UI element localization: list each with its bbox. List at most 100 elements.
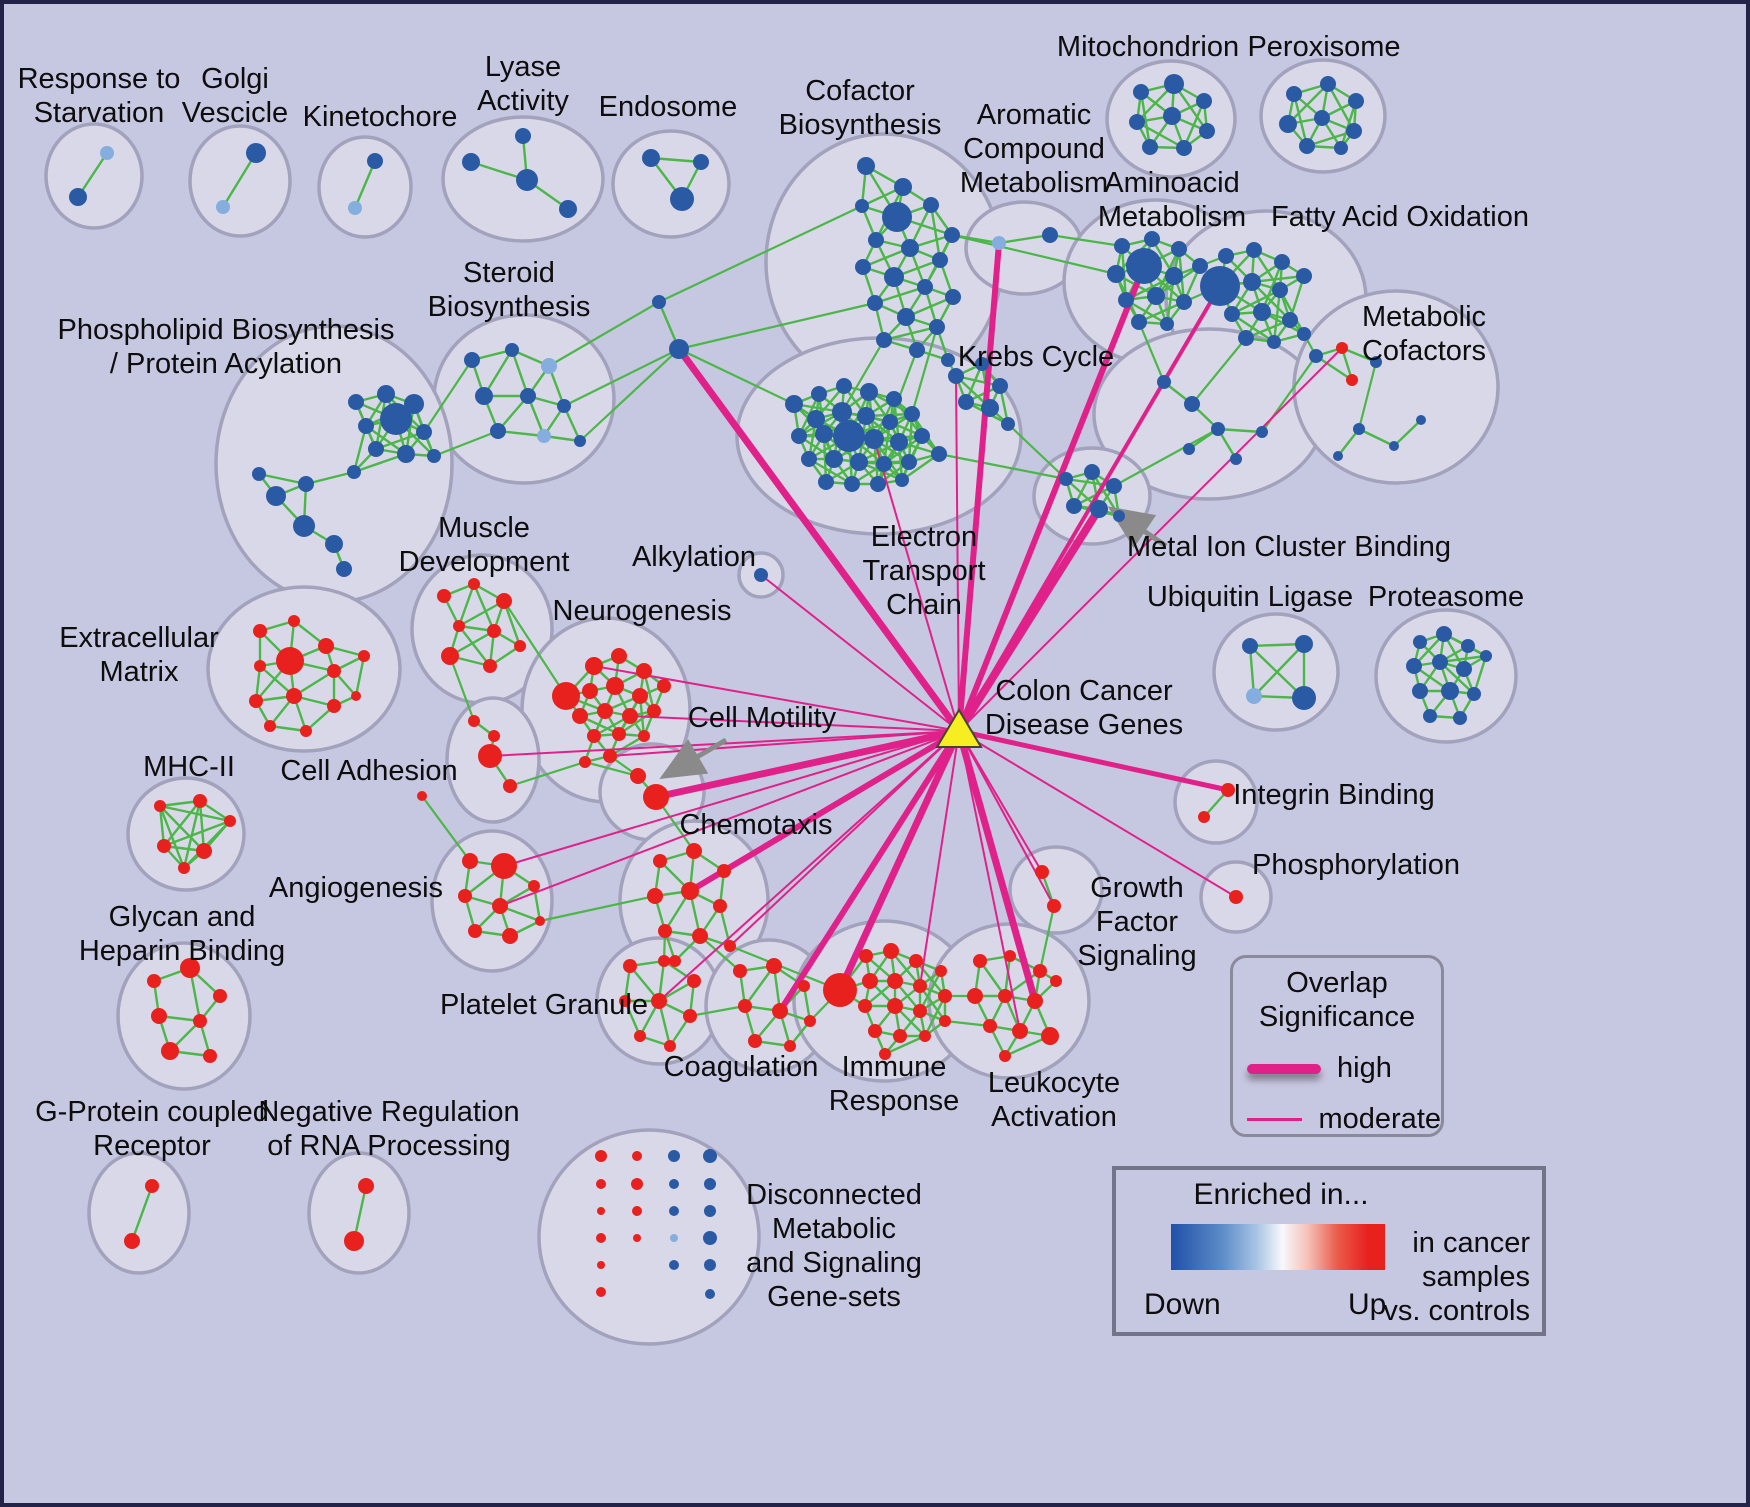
node-proteasome[interactable] [1441,682,1459,700]
node-extracellular-matrix[interactable] [318,638,334,654]
node-cofactor-biosynthesis[interactable] [917,279,933,295]
node-golgi-vescicle[interactable] [246,143,266,163]
node-platelet-granule[interactable] [619,995,631,1007]
node-peroxisome[interactable] [1346,123,1362,139]
node-immune-response[interactable] [883,943,899,959]
node-cell-motility[interactable] [643,784,669,810]
node-leukocyte-activation[interactable] [973,954,987,968]
node-ubiquitin-ligase[interactable] [1242,638,1258,654]
node-proteasome[interactable] [1436,626,1452,642]
node-aminoacid-metabolism[interactable] [1118,292,1134,308]
node-disconnected-gene-sets[interactable] [703,1149,717,1163]
node-mhc-ii[interactable] [154,800,166,812]
node-cofactor-biosynthesis[interactable] [857,157,875,175]
node-chemotaxis[interactable] [692,928,708,944]
node-phosphorylation[interactable] [1229,890,1243,904]
node-disconnected-gene-sets[interactable] [670,1234,678,1242]
node-phospholipid-biosynthesis[interactable] [404,394,424,414]
node-chemotaxis[interactable] [647,888,663,904]
node-angiogenesis[interactable] [491,853,517,879]
node-proteasome[interactable] [1456,661,1472,677]
node-leukocyte-activation[interactable] [1033,964,1047,978]
node-negative-regulation-rna[interactable] [344,1231,364,1251]
node-extracellular-matrix[interactable] [264,720,276,732]
node-muscle-development[interactable] [496,593,512,609]
node-metabolic-scatter[interactable] [1183,443,1195,455]
node-neurogenesis[interactable] [597,703,613,719]
node-chemotaxis[interactable] [653,854,667,868]
node-electron-transport-chain[interactable] [886,391,902,407]
node-proteasome[interactable] [1467,687,1481,701]
node-neurogenesis[interactable] [582,683,598,699]
node-electron-transport-chain[interactable] [860,383,878,401]
node-disconnected-gene-sets[interactable] [596,1233,606,1243]
node-phospholipid-biosynthesis[interactable] [347,465,361,479]
node-neurogenesis[interactable] [632,688,648,704]
node-chemotaxis[interactable] [658,924,672,938]
node-platelet-granule[interactable] [623,959,637,973]
node-neurogenesis[interactable] [603,749,617,763]
node-fatty-acid-oxidation[interactable] [1200,266,1240,306]
node-mitochondrion[interactable] [1199,123,1215,139]
node-cofactor-biosynthesis[interactable] [894,178,912,196]
node-coagulation[interactable] [748,1034,762,1048]
node-steroid-biosynthesis[interactable] [537,429,551,443]
node-electron-transport-chain[interactable] [850,453,868,471]
node-peroxisome[interactable] [1279,115,1297,133]
node-phospholipid-biosynthesis[interactable] [348,394,364,410]
node-mitochondrion[interactable] [1133,84,1149,100]
node-peroxisome[interactable] [1314,110,1330,126]
node-immune-response[interactable] [913,979,927,993]
node-metabolic-scatter[interactable] [1256,426,1268,438]
node-immune-response[interactable] [919,1030,931,1042]
node-peroxisome[interactable] [1348,93,1364,109]
node-platelet-granule[interactable] [651,993,667,1009]
node-growth-factor-signaling[interactable] [1035,865,1049,879]
node-electron-transport-chain[interactable] [882,414,898,430]
node-cofactor-biosynthesis[interactable] [897,308,915,326]
node-leukocyte-activation[interactable] [1050,975,1062,987]
node-metabolic-cofactors-scatter[interactable] [1416,415,1426,425]
node-metal-ion-cluster-binding[interactable] [1090,500,1108,518]
node-endosome[interactable] [670,187,694,211]
node-fatty-acid-oxidation[interactable] [1296,268,1312,284]
node-krebs-cycle[interactable] [958,394,974,410]
node-g-protein-coupled-receptor[interactable] [124,1233,140,1249]
node-electron-transport-chain[interactable] [895,473,909,487]
node-immune-response[interactable] [913,1004,927,1018]
node-cell-adhesion[interactable] [503,779,517,793]
node-ubiquitin-ligase[interactable] [1292,686,1316,710]
node-platelet-granule[interactable] [658,955,670,967]
node-immune-response[interactable] [823,973,857,1007]
node-cofactor-biosynthesis[interactable] [941,353,955,367]
node-leukocyte-activation[interactable] [1027,993,1043,1009]
node-steroid-biosynthesis[interactable] [557,399,571,413]
node-alkylation[interactable] [754,568,768,582]
node-metabolic-cofactors[interactable] [1346,374,1358,386]
node-electron-transport-chain[interactable] [890,433,908,451]
node-electron-transport-chain[interactable] [914,428,930,444]
node-negative-regulation-rna[interactable] [358,1178,374,1194]
node-cofactor-biosynthesis[interactable] [901,239,919,257]
node-phospholipid-biosynthesis[interactable] [368,441,384,457]
node-disconnected-gene-sets[interactable] [597,1261,605,1269]
node-lyase-activity[interactable] [559,200,577,218]
node-electron-transport-chain[interactable] [833,420,865,452]
node-phospholipid-biosynthesis[interactable] [377,385,395,403]
node-growth-factor-signaling[interactable] [1047,899,1061,913]
node-steroid-biosynthesis[interactable] [505,343,519,357]
node-steroid-biosynthesis[interactable] [490,423,506,439]
node-extracellular-matrix[interactable] [351,691,361,701]
node-disconnected-gene-sets[interactable] [669,1179,679,1189]
node-proteasome[interactable] [1413,635,1427,649]
node-leukocyte-activation[interactable] [1004,950,1016,962]
node-ubiquitin-ligase[interactable] [1246,688,1262,704]
node-aminoacid-metabolism[interactable] [1171,241,1187,257]
node-proteasome[interactable] [1461,639,1475,653]
node-metabolic-cofactors-scatter[interactable] [1333,451,1343,461]
node-leukocyte-activation[interactable] [1012,1023,1028,1039]
node-mitochondrion[interactable] [1142,139,1158,155]
node-cofactor-biosynthesis[interactable] [945,289,961,305]
node-electron-transport-chain[interactable] [857,407,875,425]
node-extracellular-matrix[interactable] [288,615,300,627]
